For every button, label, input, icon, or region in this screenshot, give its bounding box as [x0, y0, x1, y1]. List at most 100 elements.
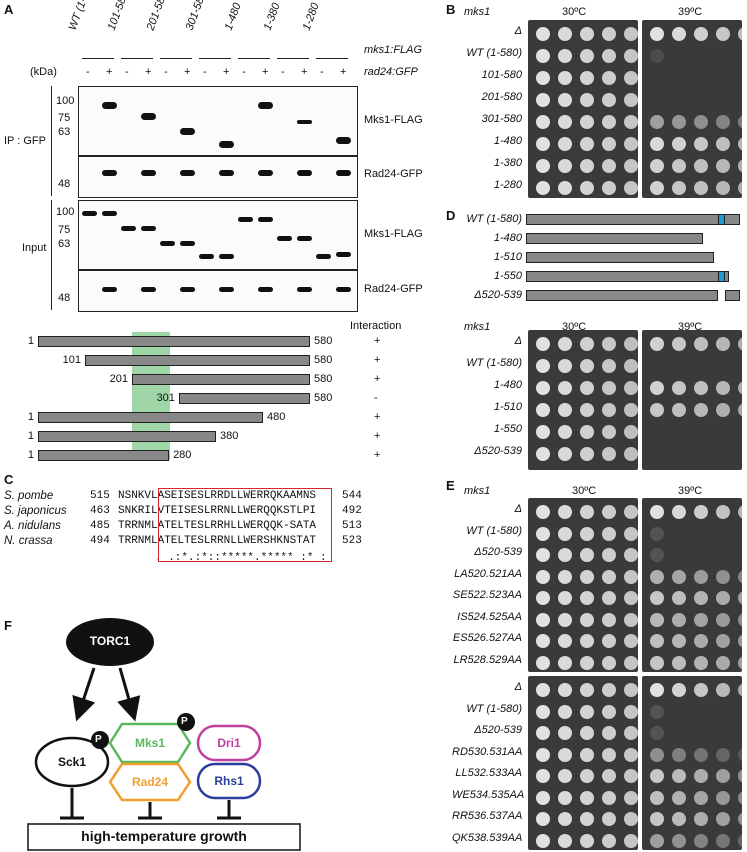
colony — [738, 833, 742, 848]
input-mks1-band — [277, 236, 292, 241]
colony — [650, 403, 664, 417]
construct-bar — [38, 431, 217, 442]
colony — [602, 833, 616, 848]
lane-underline — [238, 58, 270, 59]
panel-label-f: F — [4, 618, 12, 633]
colony — [624, 683, 638, 697]
input-label: Input — [22, 242, 47, 254]
interaction-sign: + — [374, 373, 381, 385]
panel-b-39-plate — [642, 20, 742, 198]
rad24-label: Rad24 — [131, 775, 169, 789]
input-mks1-band — [238, 217, 253, 222]
colony — [672, 403, 686, 417]
panel-e-gene: mks1 — [464, 485, 491, 497]
colony — [602, 612, 616, 627]
colony — [694, 403, 708, 417]
colony — [672, 181, 686, 195]
construct-bar — [526, 290, 718, 301]
colony — [650, 548, 664, 562]
panel-label-c: C — [4, 472, 14, 487]
panel-b-temp-39: 39ºC — [678, 6, 703, 18]
colony — [536, 634, 550, 648]
colony — [716, 833, 730, 848]
colony — [650, 634, 664, 648]
panel-b-temp-30: 30ºC — [562, 6, 587, 18]
plate-row-label: 1-510 — [493, 401, 522, 413]
colony — [716, 137, 730, 151]
mks1-label: Mks1 — [134, 736, 166, 750]
colony — [536, 27, 550, 41]
input-mks1-band — [121, 226, 136, 231]
plate-row-label: LL532.533AA — [455, 767, 522, 779]
colony — [738, 569, 742, 584]
plus-sign: + — [184, 66, 191, 78]
colony — [624, 381, 638, 395]
colony — [558, 683, 572, 697]
input-mks1-band — [335, 252, 351, 257]
colony — [650, 655, 664, 670]
colony — [580, 833, 594, 848]
construct-bar — [38, 412, 264, 423]
lane-label: 1-380 — [261, 1, 283, 32]
colony — [536, 569, 550, 584]
colony — [536, 137, 550, 151]
plate-row-label: Δ — [514, 25, 522, 37]
plus-sign: + — [106, 66, 113, 78]
colony — [672, 634, 686, 648]
input-rad24-band — [257, 287, 273, 292]
input-mks1-band — [160, 241, 175, 246]
colony — [602, 505, 616, 519]
lane-underline — [121, 58, 153, 59]
sck1-label: Sck1 — [57, 755, 87, 769]
rhs1-label: Rhs1 — [214, 774, 244, 788]
plate-row-label: WT (1-580) — [466, 357, 522, 369]
colony — [624, 337, 638, 351]
colony — [580, 591, 594, 605]
blot-label-ip-rad24: Rad24-GFP — [364, 168, 423, 180]
colony — [558, 569, 572, 584]
colony — [624, 833, 638, 848]
colony — [558, 612, 572, 627]
colony — [580, 425, 594, 439]
dri1-node — [196, 724, 262, 762]
plate-row-label: Δ520-539 — [474, 724, 522, 736]
colony — [602, 359, 616, 373]
colony — [536, 49, 550, 63]
minus-sign: - — [86, 66, 90, 78]
construct-bar — [526, 214, 740, 225]
colony — [650, 569, 664, 584]
colony — [580, 159, 594, 173]
colony — [558, 548, 572, 562]
colony — [602, 655, 616, 670]
colony — [716, 655, 730, 670]
growth-label: high-temperature growth — [81, 828, 247, 844]
colony — [624, 159, 638, 173]
construct-start: 1 — [27, 335, 34, 347]
colony — [558, 359, 572, 373]
colony — [694, 381, 708, 395]
blot-ip-mks1 — [78, 86, 358, 156]
colony — [716, 159, 730, 173]
plate-row-label: WT (1-580) — [466, 524, 522, 537]
mw-48-input: 48 — [58, 292, 71, 304]
colony — [536, 683, 550, 697]
colony — [580, 27, 594, 41]
lane-underline — [82, 58, 114, 59]
colony — [602, 812, 616, 826]
plate-row-label: 201-580 — [481, 91, 522, 103]
construct-label: Δ520-539 — [474, 289, 522, 301]
colony — [558, 115, 572, 129]
colony — [536, 505, 550, 519]
construct-bar — [526, 233, 704, 244]
colony — [624, 812, 638, 826]
construct-label: mks1:FLAG — [364, 44, 423, 56]
lane-label: 301-580 — [183, 0, 209, 32]
colony — [694, 27, 708, 41]
construct-end: 280 — [173, 449, 192, 461]
colony — [602, 747, 616, 762]
construct-end: 580 — [314, 335, 333, 347]
colony — [672, 812, 686, 826]
colony — [580, 548, 594, 562]
plate-row-label: Δ — [514, 335, 522, 347]
colony — [602, 526, 616, 541]
